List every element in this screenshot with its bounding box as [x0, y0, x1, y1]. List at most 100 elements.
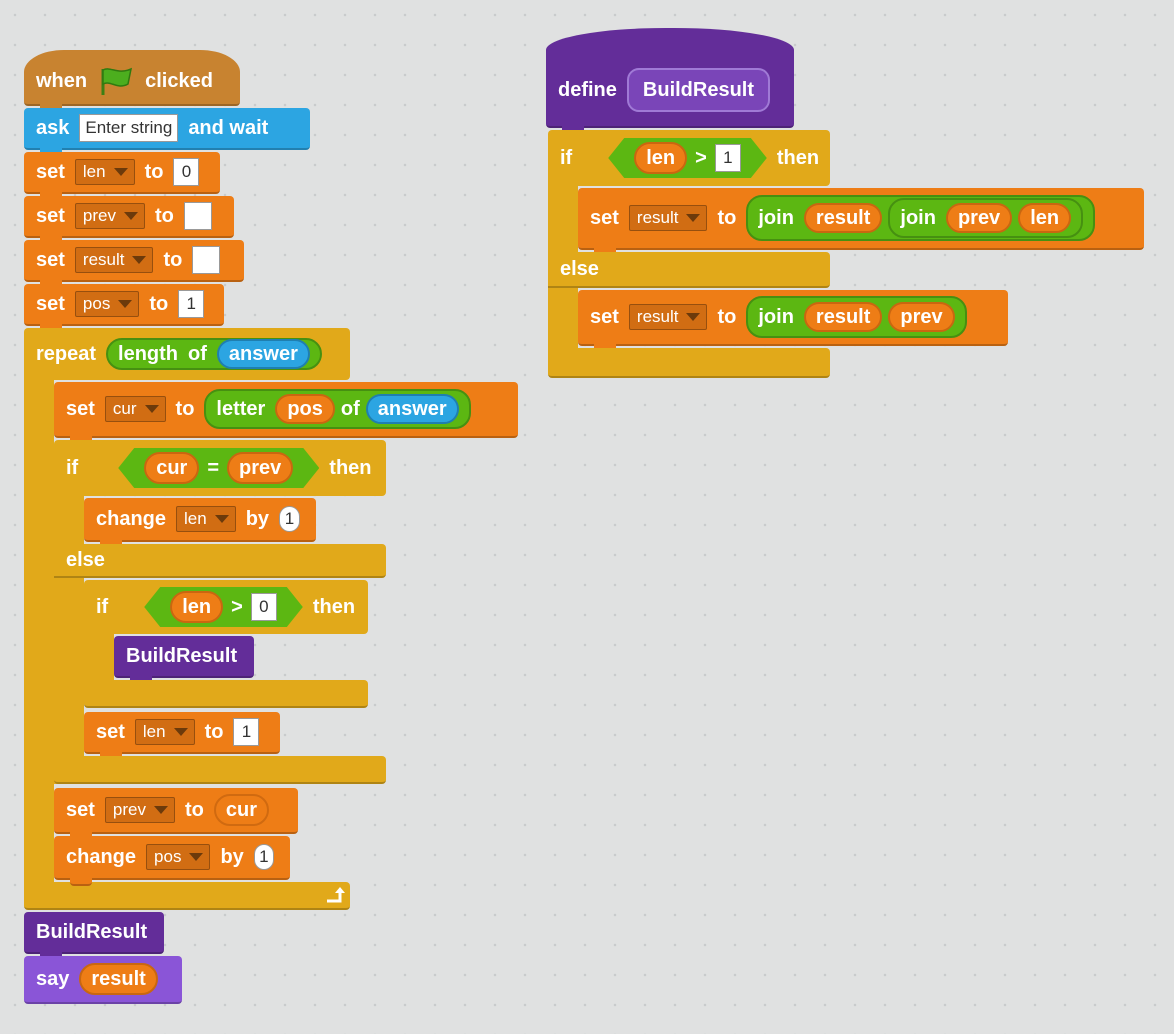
set-prev-block[interactable]: set prev to — [24, 196, 234, 244]
variable-dropdown[interactable]: cur — [104, 396, 166, 422]
len-reporter[interactable]: len — [170, 591, 223, 623]
define-if-else-block[interactable]: if len > 1 then — [548, 130, 830, 186]
inner-join-reporter[interactable]: join prev len — [888, 198, 1084, 238]
dropdown-arrow-icon — [173, 728, 188, 736]
procedure-prototype[interactable]: BuildResult — [626, 68, 771, 112]
set-label: set — [36, 160, 65, 183]
clicked-label: clicked — [145, 69, 213, 92]
equals-operator: = — [207, 456, 220, 479]
result-reporter[interactable]: result — [803, 203, 883, 233]
prev-reporter[interactable]: prev — [888, 302, 955, 332]
variable-dropdown[interactable]: result — [74, 247, 154, 273]
value-input[interactable]: 1 — [178, 290, 205, 318]
variable-name: pos — [82, 294, 111, 313]
define-hat-block[interactable]: define BuildResult — [546, 28, 794, 134]
equals-condition[interactable]: cur = prev — [118, 448, 319, 488]
number-input[interactable]: 1 — [279, 506, 300, 532]
variable-dropdown[interactable]: pos — [146, 844, 211, 870]
set-label: set — [66, 397, 95, 420]
letter-of-reporter[interactable]: letter pos of answer — [204, 389, 471, 429]
result-reporter[interactable]: result — [79, 963, 158, 995]
result-label: result — [815, 305, 871, 328]
value-input[interactable]: 1 — [715, 144, 741, 172]
len-reporter[interactable]: len — [634, 142, 687, 174]
dropdown-arrow-icon — [118, 300, 133, 308]
else-label: else — [66, 548, 105, 571]
variable-dropdown[interactable]: result — [628, 304, 708, 330]
variable-dropdown[interactable]: prev — [74, 203, 145, 229]
set-len-block[interactable]: set len to 0 — [24, 152, 220, 200]
letter-label: letter — [216, 397, 266, 420]
set-result-block[interactable]: set result to — [24, 240, 244, 288]
prev-reporter[interactable]: prev — [227, 452, 293, 484]
define-label: define — [558, 78, 617, 101]
change-label: change — [66, 845, 137, 868]
set-label: set — [36, 204, 65, 227]
len-reporter[interactable]: len — [1018, 203, 1072, 233]
variable-name: cur — [112, 399, 137, 418]
change-len-block[interactable]: change len by 1 — [84, 498, 316, 548]
join-reporter[interactable]: join result join prev len — [746, 195, 1096, 241]
prev-label: prev — [957, 206, 1001, 229]
green-flag-icon — [101, 67, 133, 95]
greater-than-condition[interactable]: len > 1 — [608, 138, 767, 178]
repeat-block[interactable]: repeat length of answer — [24, 328, 350, 380]
variable-name: len — [142, 722, 166, 741]
change-label: change — [96, 507, 167, 530]
build-result-call-block[interactable]: BuildResult — [114, 636, 254, 684]
set-result-join-block[interactable]: set result to join result join prev len — [578, 188, 1144, 256]
greater-than-operator: > — [695, 146, 707, 169]
if-else-block[interactable]: if cur = prev then — [54, 440, 386, 496]
join-label: join — [758, 206, 794, 229]
nested-if-arm — [84, 632, 114, 682]
build-result-label: BuildResult — [36, 920, 148, 943]
set-len-one-block[interactable]: set len to 1 — [84, 712, 280, 760]
when-flag-clicked-block[interactable]: when clicked — [24, 50, 240, 112]
value-input[interactable]: 0 — [251, 593, 277, 621]
say-block[interactable]: say result — [24, 956, 182, 1004]
value-input[interactable] — [192, 246, 221, 274]
set-result-join2-block[interactable]: set result to join result prev — [578, 290, 1008, 352]
set-label: set — [66, 798, 95, 821]
ask-and-wait-block[interactable]: ask Enter string and wait — [24, 108, 310, 156]
variable-dropdown[interactable]: result — [628, 205, 708, 231]
set-cur-block[interactable]: set cur to letter pos of answer — [54, 382, 518, 444]
value-input[interactable]: 1 — [233, 718, 260, 746]
join-reporter[interactable]: join result prev — [746, 296, 967, 338]
say-label: say — [36, 967, 70, 990]
pos-reporter[interactable]: pos — [275, 394, 335, 424]
build-result-call-block[interactable]: BuildResult — [24, 912, 164, 960]
of-label: of — [340, 397, 360, 420]
ask-prompt-input[interactable]: Enter string — [79, 114, 179, 142]
variable-dropdown[interactable]: len — [74, 159, 135, 185]
variable-dropdown[interactable]: len — [176, 506, 236, 532]
prev-reporter[interactable]: prev — [945, 203, 1013, 233]
variable-dropdown[interactable]: pos — [74, 291, 140, 317]
answer-reporter[interactable]: answer — [365, 394, 459, 424]
value-input[interactable]: 0 — [173, 158, 200, 186]
cur-reporter[interactable]: cur — [213, 794, 269, 826]
dropdown-arrow-icon — [144, 405, 159, 413]
else-bar: else — [54, 544, 386, 578]
set-prev-cur-block[interactable]: set prev to cur — [54, 788, 298, 840]
length-of-reporter[interactable]: length of answer — [106, 338, 322, 370]
change-pos-block[interactable]: change pos by 1 — [54, 836, 290, 886]
by-label: by — [220, 845, 244, 868]
else-label: else — [560, 257, 599, 280]
cur-reporter[interactable]: cur — [144, 452, 199, 484]
if-label: if — [96, 595, 109, 618]
greater-than-condition[interactable]: len > 0 — [144, 587, 303, 627]
set-label: set — [36, 248, 65, 271]
value-input[interactable] — [183, 202, 212, 230]
variable-dropdown[interactable]: prev — [104, 797, 175, 823]
set-pos-block[interactable]: set pos to 1 — [24, 284, 224, 332]
variable-dropdown[interactable]: len — [134, 719, 195, 745]
answer-reporter[interactable]: answer — [216, 339, 310, 369]
number-input[interactable]: 1 — [253, 844, 274, 870]
of-label: of — [188, 342, 207, 365]
nested-if-block[interactable]: if len > 0 then — [84, 580, 368, 634]
dropdown-arrow-icon — [686, 313, 701, 321]
cur-label: cur — [156, 456, 188, 479]
result-reporter[interactable]: result — [803, 302, 883, 332]
set-label: set — [590, 305, 619, 328]
